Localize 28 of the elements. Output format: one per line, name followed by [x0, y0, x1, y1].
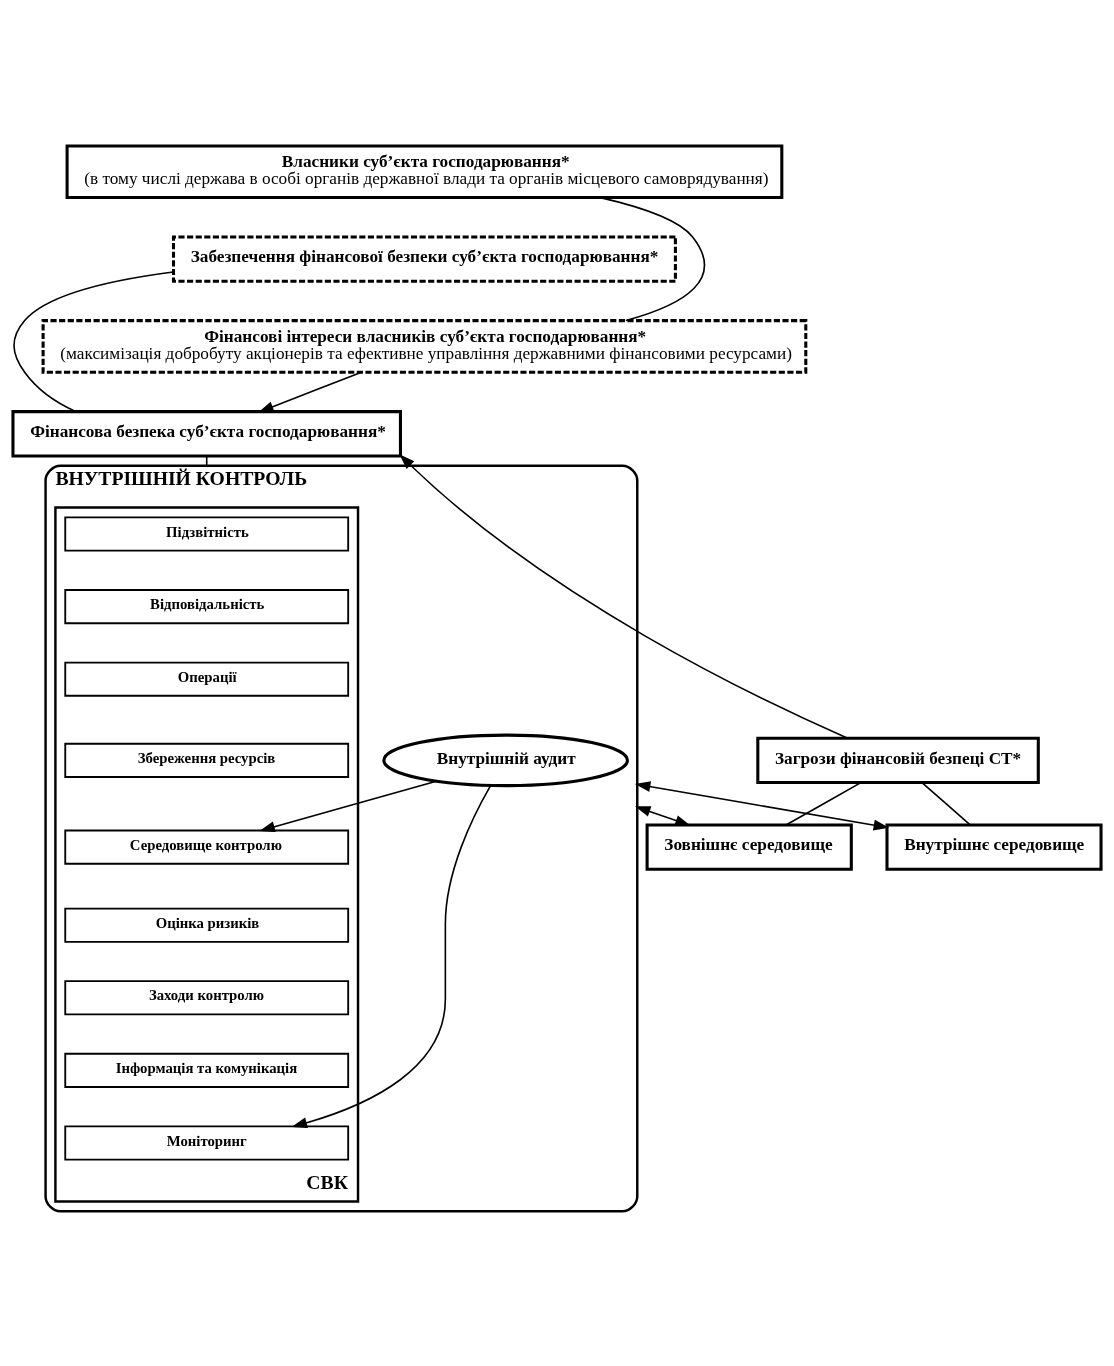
node-box: Відповідальність — [64, 588, 350, 624]
arrow — [291, 784, 492, 1128]
connector — [205, 454, 208, 467]
node-box: Збереження ресурсів — [64, 742, 350, 778]
node-box: Власники суб’єкта господарювання* (в тому числі держава в особі органів державної влади та органів місцевого самоврядування) — [65, 143, 784, 199]
node-box: Внутрішнє середовище — [885, 822, 1103, 871]
node-box: Оцінка ризиків — [64, 907, 350, 943]
node-box: Моніторинг — [64, 1124, 350, 1160]
node-box: Операції — [64, 661, 350, 697]
connector — [785, 781, 862, 826]
node-box: Підзвітність — [64, 516, 350, 552]
arrow — [634, 780, 890, 830]
node-box: Інформація та комунікація — [64, 1052, 350, 1088]
node-box: Загрози фінансовій безпеці СТ* — [756, 736, 1040, 784]
arrow — [635, 805, 691, 826]
node-box: Забезпечення фінансової безпеки суб’єкта господарювання* — [171, 234, 677, 283]
node-box: Зовнішнє середовище — [645, 822, 853, 871]
connector — [599, 196, 706, 321]
connector — [13, 270, 174, 412]
arrow — [399, 453, 849, 739]
connector — [921, 781, 971, 826]
arrow — [259, 779, 438, 832]
node-ellipse: Внутрішній аудит — [382, 733, 629, 787]
node-box: Фінансові інтереси власників суб’єкта господарювання* (максимізація добробуту акціонерів та ефективне управління державними фінансовими ресурсами) — [41, 318, 808, 374]
arrow — [258, 371, 362, 412]
node-box: Середовище контролю — [64, 829, 350, 865]
node-box: Заходи контролю — [64, 979, 350, 1015]
node-box: Фінансова безпека суб’єкта господарювання* — [11, 409, 402, 457]
